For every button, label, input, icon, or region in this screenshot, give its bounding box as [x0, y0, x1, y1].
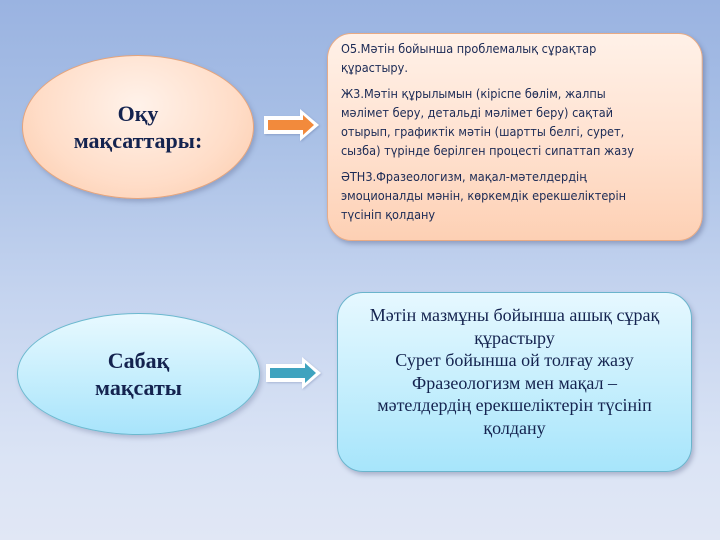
- objective-o5: О5.Мәтін бойынша проблемалық сұрақтар құ…: [340, 42, 597, 75]
- objective-line: мәтелдердің ерекшеліктерін түсініп: [377, 395, 652, 415]
- objective-line: Сурет бойынша ой толғау жазу: [395, 350, 634, 370]
- ellipse-label-line2: мақсаты: [95, 375, 182, 400]
- ellipse-label-line2: мақсаттары:: [73, 128, 203, 153]
- objective-line: құрастыру: [474, 327, 555, 348]
- objective-line: Фразеологизм мен мақал –: [412, 372, 617, 393]
- ellipse-label-line1: Сабақ: [107, 347, 170, 373]
- learning-objectives-box: О5.Мәтін бойынша проблемалық сұрақтар құ…: [327, 33, 703, 241]
- learning-objectives-ellipse: Оқу мақсаттары:: [22, 55, 254, 199]
- objective-zh3: Ж3.Мәтін құрылымын (кіріспе бөлім, жалпы…: [340, 87, 634, 158]
- objective-line: Мәтін мазмұны бойынша ашық сұрақ: [369, 305, 660, 325]
- objective-line: қолдану: [483, 417, 546, 438]
- arrow-right-icon: [266, 357, 321, 389]
- objective-etn3: ӘТН3.Фразеологизм, мақал-мәтелдердің эмо…: [340, 170, 627, 222]
- arrow-right-icon: [264, 109, 319, 141]
- lesson-objective-box: Мәтін мазмұны бойынша ашық сұрақ құрасты…: [337, 292, 692, 472]
- lesson-objective-ellipse: Сабақ мақсаты: [17, 313, 260, 435]
- ellipse-label-line1: Оқу: [117, 100, 159, 126]
